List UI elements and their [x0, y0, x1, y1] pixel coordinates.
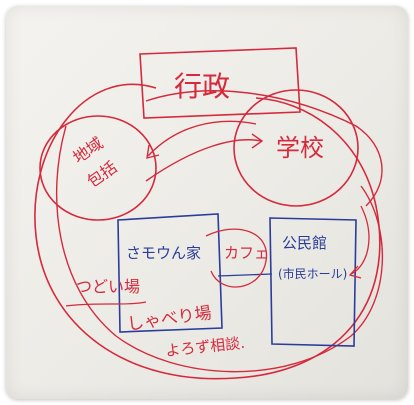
arrow-gakko-to-chiiki	[147, 120, 257, 157]
sanseitsu-label: さモウん家	[126, 244, 201, 262]
cafe-label: カフェ	[224, 244, 269, 262]
kominkan-label-line2: (市民ホール)	[278, 266, 347, 281]
yorozu-sodan-label: よろず相談.	[165, 334, 246, 360]
gyosei-label: 行政	[174, 70, 230, 103]
cafe-loop	[205, 228, 268, 288]
chiiki-label-line2: 包括	[83, 157, 120, 191]
arrow-chiiki-to-gakko	[145, 139, 262, 182]
outer-loop-3	[145, 90, 383, 207]
whiteboard-drawing: 行政 学校 地域 包括 さモウん家 カフェ 公民館 (市民ホール) つどい場 し…	[34, 47, 383, 380]
arrow-to-kominkan	[350, 205, 370, 275]
whiteboard-photo: 行政 学校 地域 包括 さモウん家 カフェ 公民館 (市民ホール) つどい場 し…	[6, 6, 408, 399]
chiiki-label-line1: 地域	[69, 133, 106, 167]
kominkan-box	[269, 217, 357, 347]
outer-loop-2	[55, 125, 383, 373]
gyosei-box	[139, 47, 301, 119]
outer-loop-1	[34, 83, 381, 380]
blue-connector	[217, 273, 273, 277]
tsudoiba-label: つどい場	[76, 277, 140, 296]
tsudoiba-underline	[65, 301, 147, 307]
chiiki-circle	[39, 115, 157, 221]
kominkan-label-line1: 公民館	[282, 234, 327, 252]
gakko-circle	[233, 89, 359, 207]
gakko-label: 学校	[276, 134, 324, 162]
sanseitsu-box	[117, 213, 223, 333]
